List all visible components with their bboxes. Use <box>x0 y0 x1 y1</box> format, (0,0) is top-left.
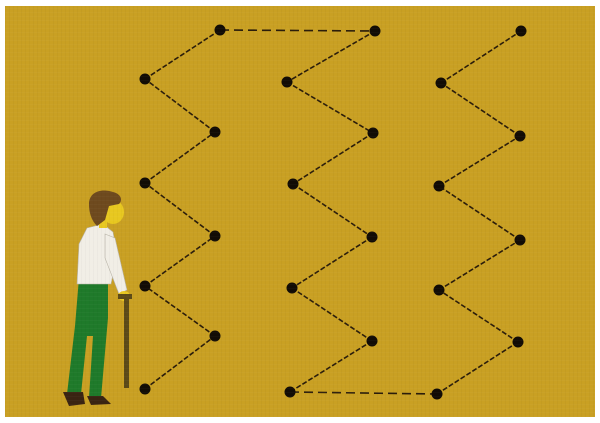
path-point <box>284 386 296 398</box>
path-points <box>139 24 527 400</box>
hair <box>89 190 121 226</box>
path-point <box>139 383 151 395</box>
elderly-walker-figure <box>63 190 132 406</box>
path-segment <box>291 236 373 289</box>
path-segment <box>438 185 521 241</box>
path-segment <box>144 131 216 184</box>
path-point <box>367 127 379 139</box>
path-segment <box>436 341 519 395</box>
path-segment <box>289 340 373 393</box>
path-segment <box>144 78 216 133</box>
path-point <box>139 177 151 189</box>
path-point <box>515 25 527 37</box>
path-point <box>369 25 381 37</box>
cane-handle <box>118 294 132 299</box>
walking-path <box>144 29 522 395</box>
path-point <box>512 336 524 348</box>
path-segment <box>292 132 374 185</box>
path-segment <box>289 391 438 395</box>
path-segment <box>438 289 519 343</box>
path-point <box>214 24 226 36</box>
left-shoe <box>63 392 85 406</box>
path-segment <box>440 82 521 137</box>
path-point <box>433 284 445 296</box>
path-segment <box>144 182 216 237</box>
path-point <box>209 126 221 138</box>
path-segment <box>219 29 376 32</box>
path-segment <box>286 30 376 83</box>
path-point <box>514 234 526 246</box>
path-segment <box>438 239 521 291</box>
path-point <box>366 335 378 347</box>
path-point <box>139 73 151 85</box>
right-shoe <box>87 396 111 405</box>
path-segment <box>144 335 216 390</box>
path-point <box>286 282 298 294</box>
path-point <box>435 77 447 89</box>
trousers <box>67 278 108 398</box>
path-segment <box>144 285 216 337</box>
path-segment <box>438 135 521 187</box>
cane <box>124 298 129 388</box>
path-point <box>366 231 378 243</box>
path-segment <box>440 30 522 84</box>
path-point <box>281 76 293 88</box>
path-segment <box>286 81 374 134</box>
path-point <box>514 130 526 142</box>
path-segment <box>292 183 373 238</box>
path-point <box>209 330 221 342</box>
arm <box>104 233 128 295</box>
path-segment <box>144 29 221 80</box>
path-point <box>431 388 443 400</box>
path-segment <box>291 287 373 342</box>
path-point <box>287 178 299 190</box>
diagram-panel <box>5 6 595 417</box>
walking-path-diagram <box>63 24 527 406</box>
path-point <box>433 180 445 192</box>
path-point <box>139 280 151 292</box>
path-segment <box>144 235 216 287</box>
path-point <box>209 230 221 242</box>
neck <box>99 218 107 228</box>
